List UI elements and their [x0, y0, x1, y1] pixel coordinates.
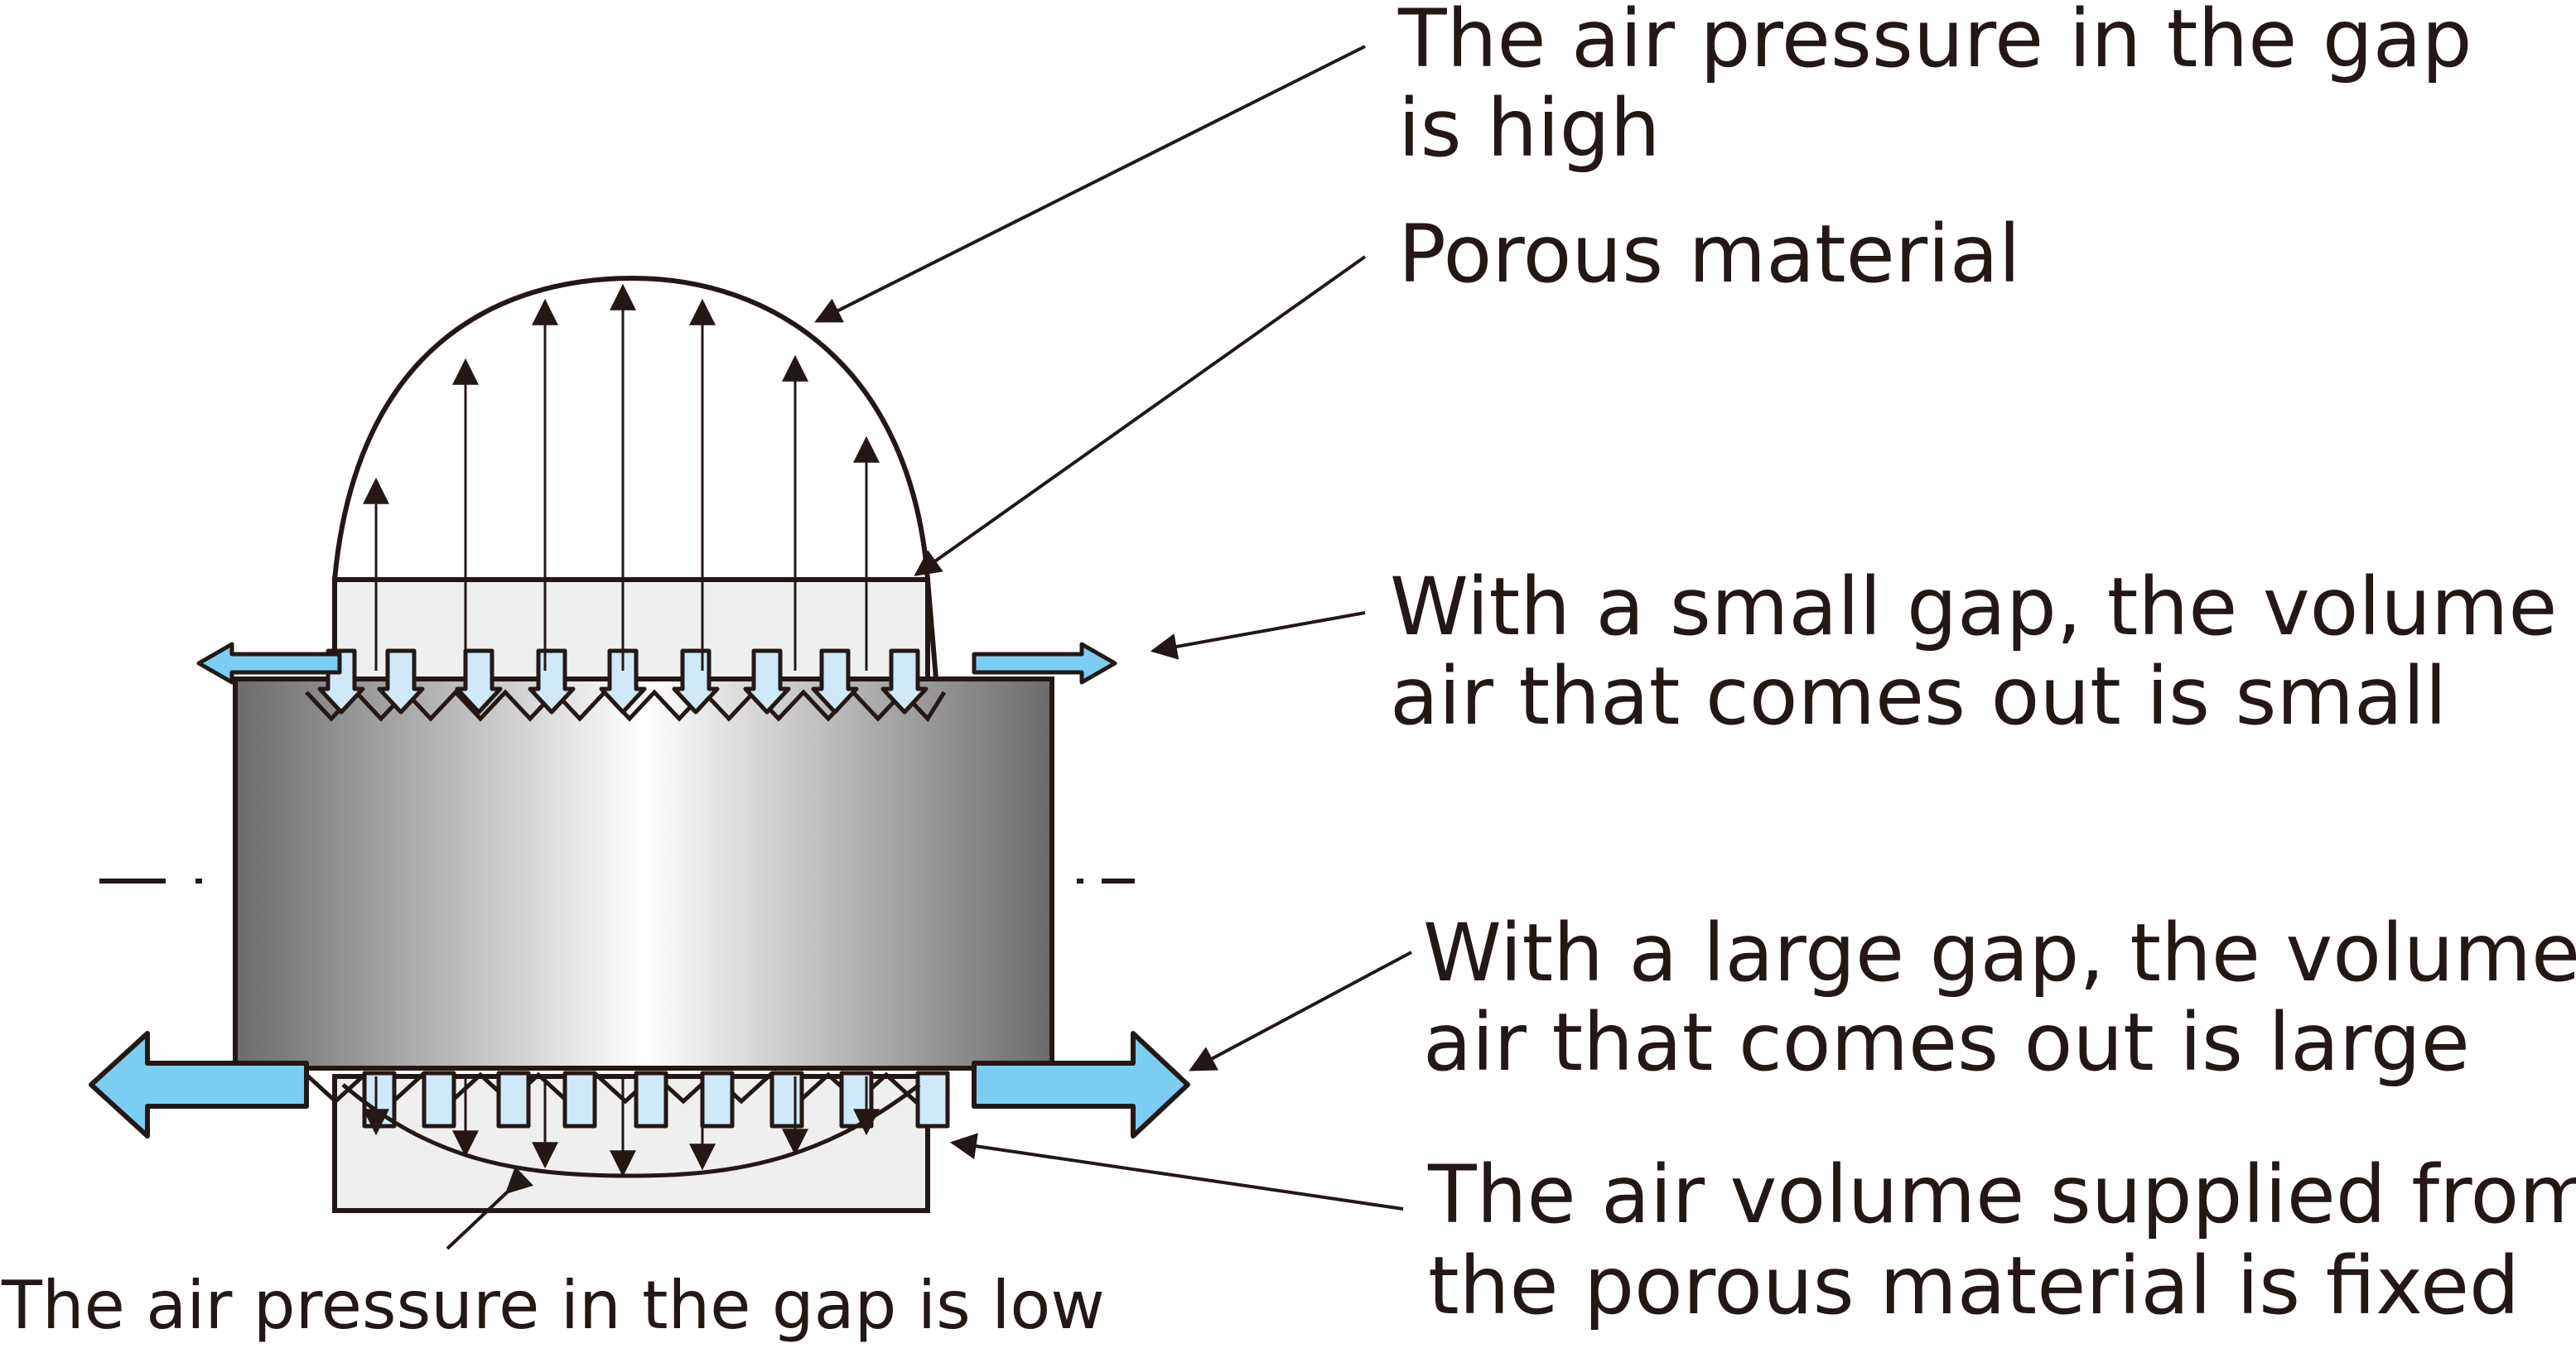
high-pressure-arrows [363, 283, 880, 671]
leader-small-gap [1150, 611, 1366, 660]
air-flow-arrow-icon [422, 1071, 456, 1129]
label-small-gap-line1: With a small gap, the volume of [1390, 561, 2576, 653]
label-porous-material: Porous material [1398, 208, 2020, 301]
label-large-gap-line2: air that comes out is large [1423, 996, 2470, 1089]
air-flow-arrow-icon [562, 1071, 597, 1129]
leader-porous-material [914, 255, 1367, 576]
air-flow-arrow-icon [880, 648, 929, 715]
air-flow-arrow-icon [496, 1071, 531, 1129]
small-gap-outflow-left-icon [196, 642, 342, 685]
label-pressure-high-line1: The air pressure in the gap [1397, 0, 2472, 85]
air-flow-arrow-icon [915, 1071, 950, 1129]
air-flow-arrow-icon [634, 1071, 668, 1129]
leader-pressure-high [814, 45, 1366, 323]
air-flow-arrow-icon [377, 648, 425, 715]
air-flow-arrow-icon [455, 648, 503, 715]
leader-large-gap [1189, 951, 1412, 1071]
air-flow-arrow-icon [700, 1071, 735, 1129]
low-pressure-arrows [363, 1076, 880, 1177]
air-flow-arrow-icon [528, 648, 576, 715]
label-large-gap-line1: With a large gap, the volume of [1423, 907, 2576, 999]
large-gap-outflow-left-icon [89, 1031, 309, 1139]
large-gap-outflow-right-icon [972, 1031, 1190, 1139]
top-air-arrows [317, 648, 929, 715]
bottom-gap-outline [305, 1071, 946, 1105]
leader-lines [446, 45, 1412, 1250]
label-small-gap-line2: air that comes out is small [1390, 650, 2447, 743]
air-flow-arrow-icon [599, 648, 647, 715]
leader-pressure-low [446, 1166, 533, 1250]
label-pressure-high-line2: is high [1398, 82, 1661, 175]
air-flow-arrow-icon [811, 648, 859, 715]
air-flow-arrow-icon [743, 648, 791, 715]
high-pressure-curve [332, 275, 938, 680]
label-pressure-low: The air pressure in the gap is low [1, 1267, 1105, 1344]
bottom-air-arrows [362, 1071, 950, 1129]
label-supply-line2: the porous material is fixed [1428, 1240, 2520, 1332]
air-flow-arrow-icon [769, 1071, 804, 1129]
small-gap-outflow-right-icon [972, 642, 1117, 685]
leader-supply [949, 1133, 1404, 1211]
label-supply-line1: The air volume supplied from [1427, 1148, 2576, 1241]
air-flow-arrow-icon [672, 648, 720, 715]
shaft [233, 676, 1054, 1071]
